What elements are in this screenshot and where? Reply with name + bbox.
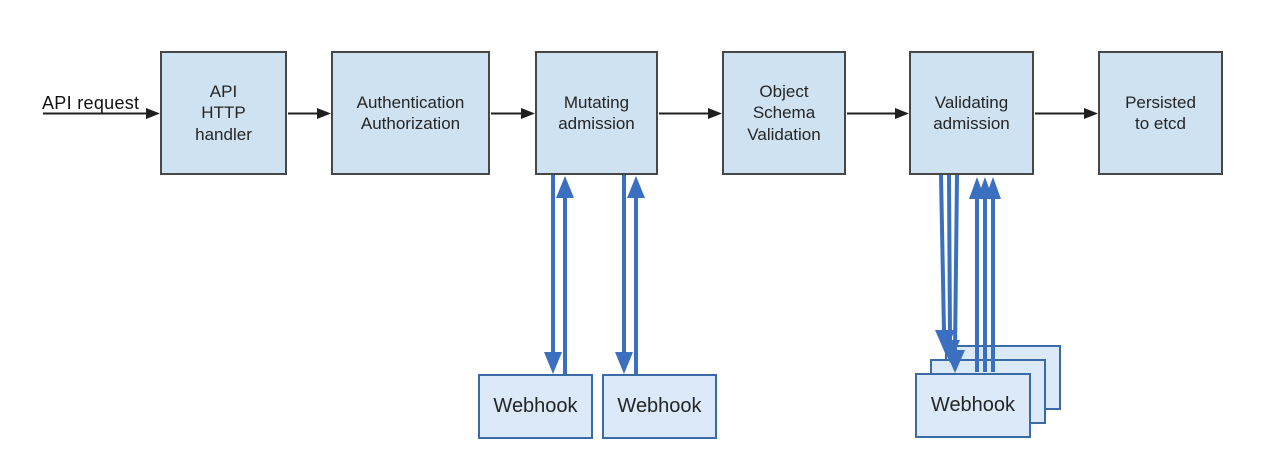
stage-label: Mutating admission	[558, 92, 635, 133]
mutating-webhook2-up-arrow	[627, 176, 645, 374]
stage-mutating-admission: Mutating admission	[535, 51, 658, 175]
validating-webhook-up-arrow-2	[977, 177, 993, 372]
stage-label: Authentication Authorization	[356, 92, 465, 133]
stage-authentication-authorization: Authentication Authorization	[331, 51, 490, 175]
validating-webhook-up-arrow-3	[985, 177, 1001, 372]
flow-arrow-5	[1035, 108, 1098, 119]
mutating-webhook2-down-arrow	[615, 175, 633, 374]
stage-validating-admission: Validating admission	[909, 51, 1034, 175]
flow-arrow-2	[491, 108, 535, 119]
validating-webhook-down-arrow-1	[935, 174, 955, 353]
mutating-webhook1-down-arrow	[544, 175, 562, 374]
webhook-label: Webhook	[930, 394, 1016, 416]
stage-api-http-handler: API HTTP handler	[160, 51, 287, 175]
webhook-label: Webhook	[493, 395, 578, 417]
stage-persisted-to-etcd: Persisted to etcd	[1098, 51, 1223, 175]
webhook-label: Webhook	[617, 395, 702, 417]
mutating-webhook1-up-arrow	[556, 176, 574, 374]
flow-arrow-4	[847, 108, 909, 119]
webhook-box-mutating-2: Webhook	[602, 374, 717, 439]
webhook-box-mutating-1: Webhook	[478, 374, 593, 439]
flow-arrow-3	[659, 108, 722, 119]
stage-label: Validating admission	[933, 92, 1010, 133]
flow-arrow-1	[288, 108, 331, 119]
api-request-label: API request	[42, 93, 140, 113]
webhook-box-validating: Webhook	[915, 373, 1031, 438]
stage-label: Object Schema Validation	[747, 82, 821, 144]
validating-webhook-down-arrow-2	[940, 174, 960, 363]
validating-webhook-down-arrow-3	[945, 174, 965, 373]
stage-label: Persisted to etcd	[1125, 92, 1196, 133]
stage-object-schema-validation: Object Schema Validation	[722, 51, 846, 175]
validating-webhook-up-arrow-1	[969, 177, 985, 372]
stage-label: API HTTP handler	[195, 82, 252, 144]
